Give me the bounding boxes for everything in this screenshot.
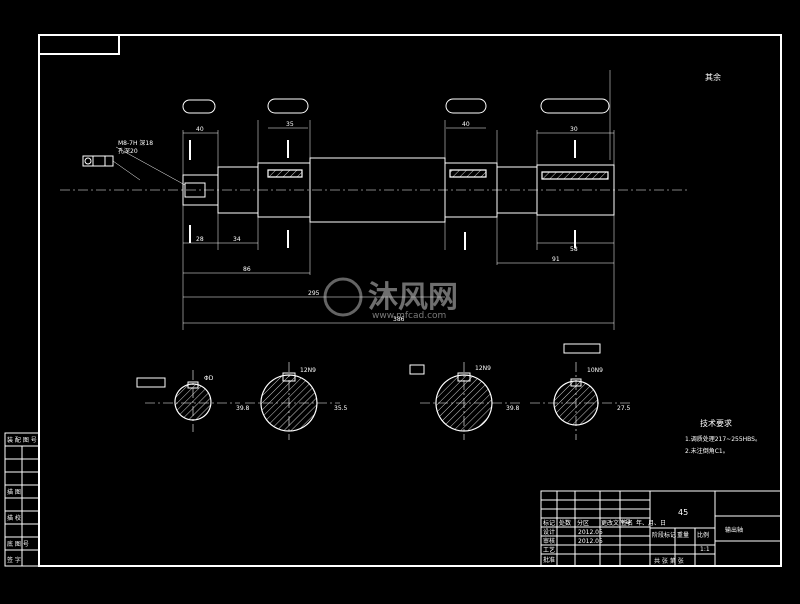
section-view-3: 12N9 39.8 — [409, 362, 520, 440]
strip-label-trace: 描 图 — [7, 488, 21, 496]
dim-seg-a: 28 — [196, 236, 204, 243]
tb-scale-value: 1:1 — [700, 546, 710, 553]
tb-row-check: 审核 — [543, 537, 555, 545]
drawing-border — [38, 34, 782, 567]
shaft-main-view: 386 295 86 91 28 34 58 40 35 40 30 M8-7H… — [60, 70, 690, 330]
thread-hole — [184, 182, 206, 198]
tb-row-approve: 批准 — [543, 556, 555, 564]
tolerance-frame — [82, 155, 141, 181]
tb-scale-label: 比例 — [697, 531, 709, 539]
dim-left-length: 86 — [243, 266, 251, 273]
strip-label-sign: 签 字 — [7, 556, 21, 564]
section-view-1: ΦD 39.8 — [136, 370, 250, 432]
dim-seg-c: 58 — [570, 246, 578, 253]
left-strip-table: 装 配 图 号 描 图 描 校 底 图 号 签 字 — [4, 432, 40, 567]
watermark-cn: 沐风网 — [368, 280, 458, 315]
key-slot-plan-2 — [267, 98, 309, 114]
notes-line-2: 2.未注倒角C1。 — [685, 447, 729, 455]
tb-doc: 更改文件号 — [601, 519, 631, 527]
section-3-label: 12N9 — [475, 365, 491, 372]
technical-notes: 技术要求 1.调质处理217~255HBS。 2.未注倒角C1。 — [685, 418, 761, 455]
keyway-2 — [449, 169, 487, 178]
dim-seg-b: 34 — [233, 236, 241, 243]
roughness-note: 其余 — [705, 72, 721, 82]
section-view-2: 12N9 35.5 — [245, 362, 348, 440]
tb-sheet-label: 共 张 第 张 — [654, 557, 684, 565]
strip-label-assembly: 装 配 图 号 — [7, 436, 37, 444]
tb-stage-label: 阶段标记 — [652, 531, 676, 539]
keyway-3 — [541, 171, 609, 180]
tb-date-1: 2012.05 — [578, 529, 603, 536]
section-4-label: 10N9 — [587, 367, 603, 374]
notes-line-1: 1.调质处理217~255HBS。 — [685, 435, 761, 443]
dim-key-2: 35 — [286, 121, 294, 128]
dim-right-length: 91 — [552, 256, 560, 263]
title-block: 45 输出轴 标记 处数 分区 更改文件号 签名 年、月、日 设计 审核 工艺 … — [540, 490, 782, 567]
dim-mid-length: 295 — [308, 290, 320, 297]
key-slot-plan-4 — [540, 98, 610, 114]
watermark-en: www.mfcad.com — [372, 311, 446, 321]
dim-key-3: 40 — [462, 121, 470, 128]
key-slot-plan-1 — [182, 99, 216, 114]
watermark: 沐风网 www.mfcad.com — [323, 277, 458, 321]
tb-weight-label: 重量 — [677, 531, 689, 539]
section-2-label: 12N9 — [300, 367, 316, 374]
dim-key-4: 30 — [570, 126, 578, 133]
tb-row-designer: 设计 — [543, 528, 555, 536]
dim-total-length: 386 — [393, 316, 405, 323]
tb-row-craft: 工艺 — [543, 546, 555, 554]
thread-callout: M8-7H 深18 — [118, 139, 153, 147]
section-1-label: ΦD — [204, 375, 214, 382]
tb-zone: 分区 — [577, 519, 589, 527]
strip-label-check: 描 校 — [7, 514, 21, 522]
dim-key-1: 40 — [196, 126, 204, 133]
section-2-dim: 35.5 — [334, 405, 348, 412]
section-view-4: 10N9 27.5 — [530, 343, 631, 440]
title-material: 45 — [678, 508, 688, 517]
section-3-dim: 39.8 — [506, 405, 520, 412]
keyway-1 — [267, 169, 303, 178]
tb-date-2: 2012.05 — [578, 538, 603, 545]
notes-title: 技术要求 — [700, 418, 732, 428]
section-4-dim: 27.5 — [617, 405, 631, 412]
tb-mark: 标记 — [543, 519, 555, 527]
strip-label-base: 底 图 号 — [7, 540, 29, 548]
title-part-name: 输出轴 — [725, 526, 743, 534]
code-box — [38, 34, 120, 55]
watermark-logo-icon — [323, 277, 363, 317]
thread-callout-sub: 孔深20 — [118, 147, 138, 155]
key-slot-plan-3 — [445, 98, 487, 114]
tb-ymd: 年、月、日 — [636, 519, 666, 527]
tb-count: 处数 — [559, 519, 571, 527]
tb-sign: 签名 — [621, 519, 633, 527]
section-1-dim: 39.8 — [236, 405, 250, 412]
